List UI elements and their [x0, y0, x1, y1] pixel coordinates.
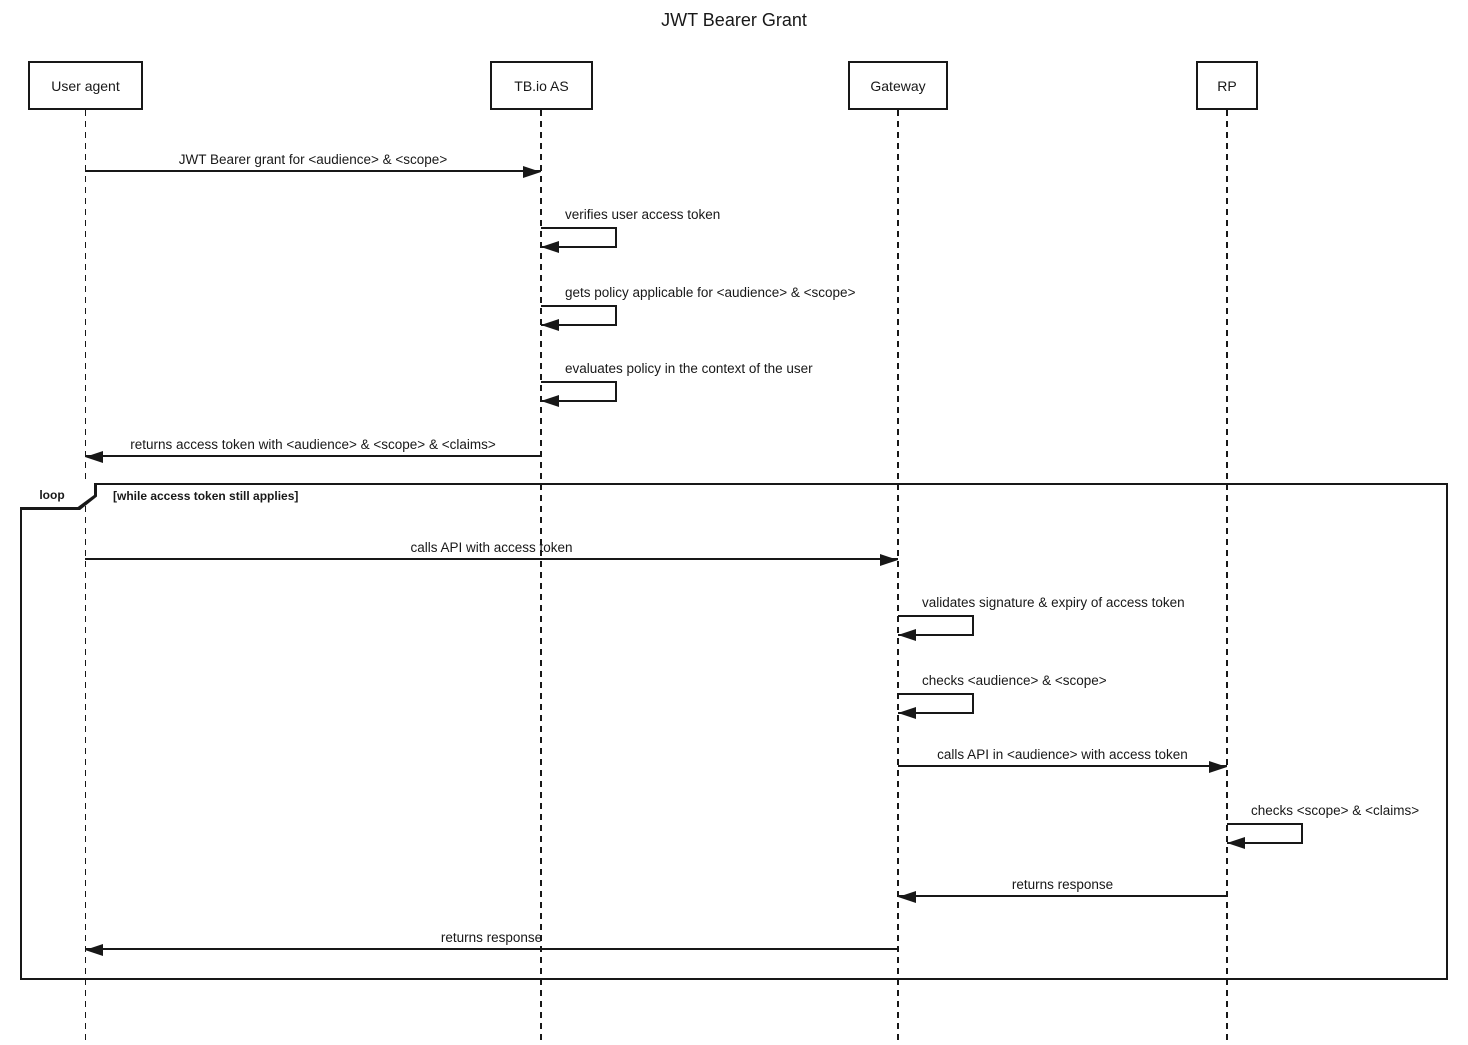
message-line — [85, 170, 541, 172]
message-label: evaluates policy in the context of the u… — [565, 361, 813, 376]
self-message-checks-scope-claims: checks <scope> & <claims> — [1227, 803, 1467, 851]
arrowhead-right-icon — [880, 554, 898, 566]
participant-label: User agent — [51, 77, 120, 94]
message-label: verifies user access token — [565, 207, 721, 222]
arrowhead-left-icon — [85, 944, 103, 956]
message-label: gets policy applicable for <audience> & … — [565, 285, 856, 300]
message-label: returns response — [440, 930, 543, 945]
lifeline-gateway — [897, 110, 899, 1040]
arrowhead-left-icon — [898, 707, 916, 719]
message-line — [85, 455, 541, 457]
message-returns-access-token: returns access token with <audience> & <… — [85, 435, 541, 463]
message-jwt-bearer-grant: JWT Bearer grant for <audience> & <scope… — [85, 150, 541, 178]
message-calls-api: calls API with access token — [85, 538, 898, 566]
message-label: calls API with access token — [410, 540, 573, 555]
participant-user-agent: User agent — [28, 61, 143, 110]
arrowhead-left-icon — [85, 451, 103, 463]
self-message-line — [1227, 823, 1303, 844]
arrowhead-left-icon — [541, 319, 559, 331]
diagram-title: JWT Bearer Grant — [661, 10, 807, 30]
self-message-validates-signature: validates signature & expiry of access t… — [898, 595, 1318, 643]
self-message-gets-policy: gets policy applicable for <audience> & … — [541, 285, 961, 333]
self-message-line — [541, 305, 617, 326]
message-label: checks <scope> & <claims> — [1251, 803, 1420, 818]
lifeline-tbio-as — [540, 110, 542, 1040]
loop-operator-label: loop — [20, 483, 94, 507]
message-line — [85, 558, 898, 560]
lifeline-rp — [1226, 110, 1228, 1040]
self-message-checks-audience-scope: checks <audience> & <scope> — [898, 673, 1318, 721]
arrowhead-right-icon — [523, 166, 541, 178]
loop-condition-label: [while access token still applies] — [113, 489, 299, 503]
message-label: calls API in <audience> with access toke… — [937, 747, 1188, 762]
message-calls-api-in-audience: calls API in <audience> with access toke… — [898, 745, 1227, 773]
loop-fragment-frame — [20, 483, 1448, 980]
arrowhead-right-icon — [1209, 761, 1227, 773]
message-label: returns response — [1011, 877, 1114, 892]
self-message-line — [541, 381, 617, 402]
participant-label: RP — [1217, 77, 1237, 94]
message-returns-response-rp: returns response — [898, 875, 1227, 903]
message-line — [898, 765, 1227, 767]
self-message-line — [541, 227, 617, 248]
lifeline-user-agent — [84, 110, 87, 1040]
participant-tbio-as: TB.io AS — [490, 61, 593, 110]
arrowhead-left-icon — [898, 629, 916, 641]
self-message-verifies-token: verifies user access token — [541, 207, 961, 255]
arrowhead-left-icon — [898, 891, 916, 903]
message-line — [898, 895, 1227, 897]
message-label: returns access token with <audience> & <… — [130, 437, 496, 452]
arrowhead-left-icon — [541, 241, 559, 253]
participant-rp: RP — [1196, 61, 1258, 110]
message-line — [85, 948, 898, 950]
self-message-evaluates-policy: evaluates policy in the context of the u… — [541, 361, 961, 409]
message-label: validates signature & expiry of access t… — [922, 595, 1185, 610]
message-label: JWT Bearer grant for <audience> & <scope… — [178, 152, 448, 167]
message-returns-response-gateway: returns response — [85, 928, 898, 956]
message-label: checks <audience> & <scope> — [922, 673, 1107, 688]
self-message-line — [898, 693, 974, 714]
participant-label: Gateway — [870, 77, 926, 94]
loop-operator-badge: loop — [20, 483, 97, 510]
self-message-line — [898, 615, 974, 636]
participant-gateway: Gateway — [848, 61, 948, 110]
arrowhead-left-icon — [541, 395, 559, 407]
arrowhead-left-icon — [1227, 837, 1245, 849]
participant-label: TB.io AS — [514, 77, 569, 94]
